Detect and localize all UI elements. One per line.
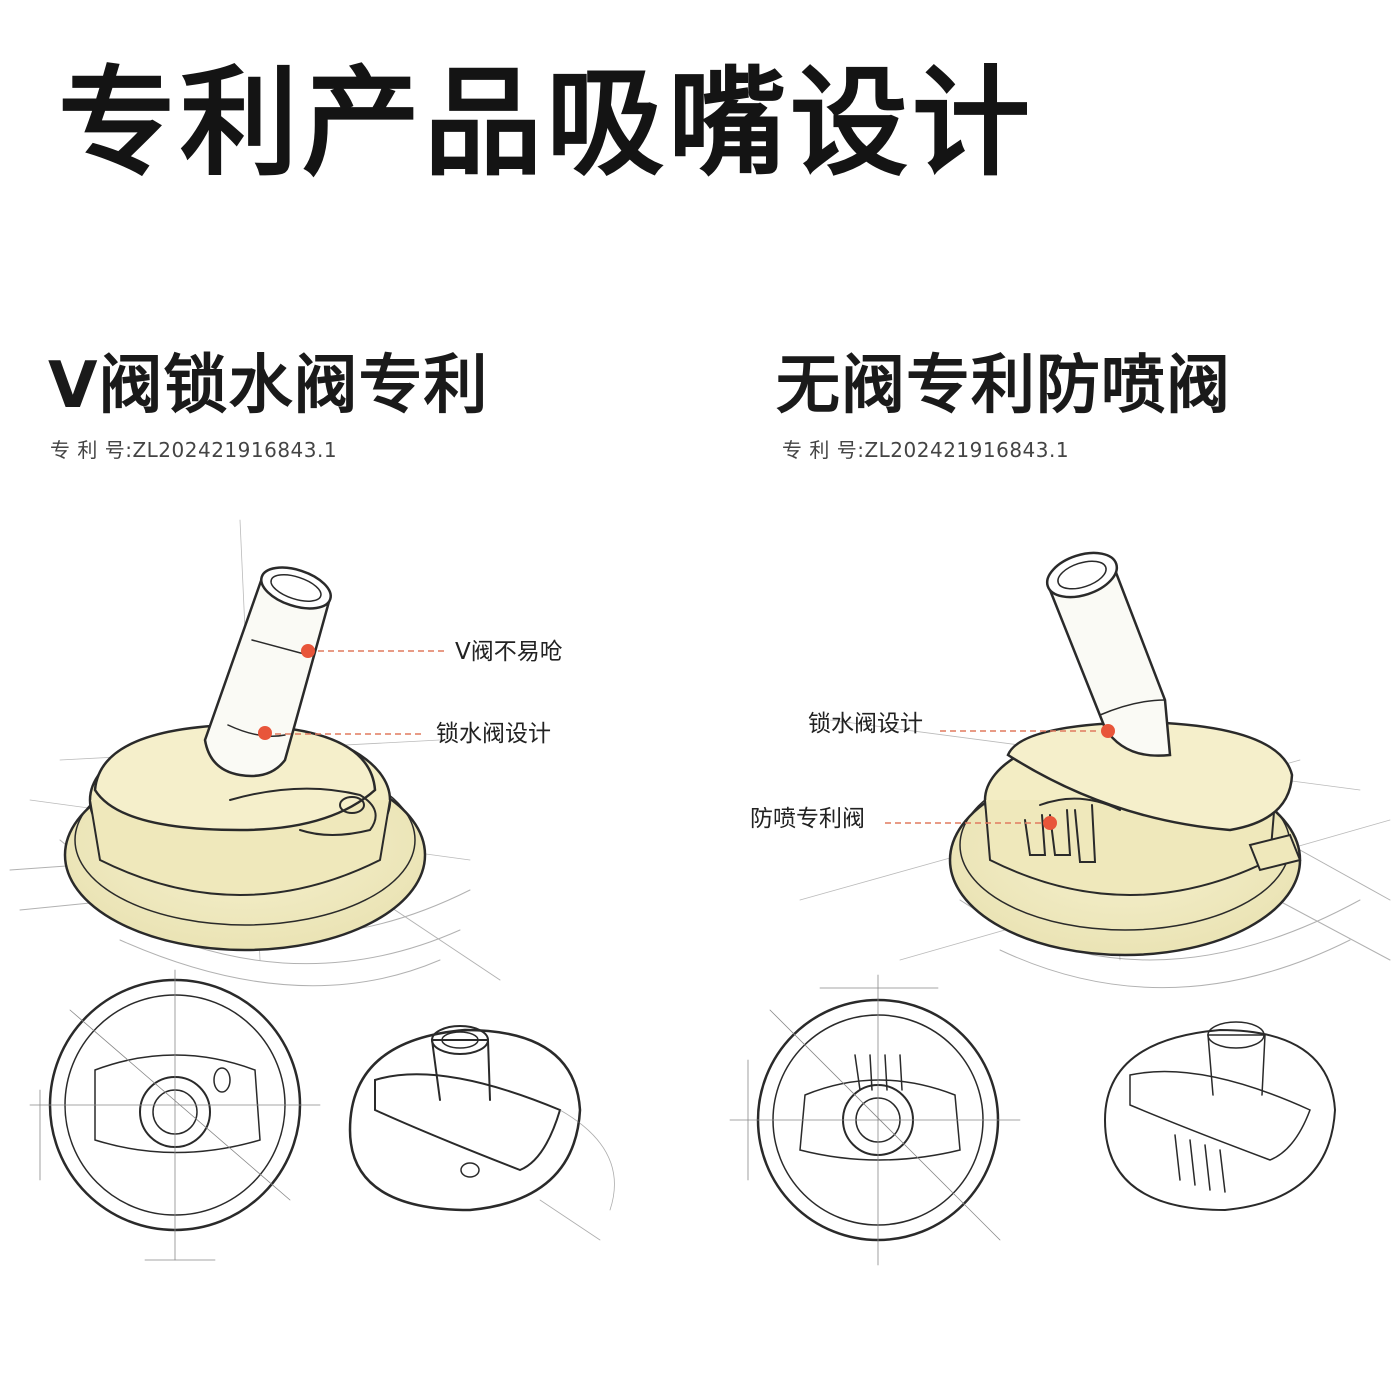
right-lid-plate: [1006, 720, 1294, 832]
right-section-title: 无阀专利防喷阀: [776, 349, 1231, 423]
right-callout-leaders: [885, 724, 1115, 830]
callout-label-lock-valve-right: 锁水阀设计: [808, 711, 923, 737]
callout-label-anti-spray: 防喷专利阀: [750, 806, 865, 832]
right-3d-view: [1103, 1021, 1337, 1212]
callout-dot-lock-valve-right: [1101, 724, 1115, 738]
callout-dot-lock-valve: [258, 726, 272, 740]
right-anti-spray-valve: [1024, 797, 1121, 863]
left-3d-view: [348, 1025, 615, 1241]
left-lid-plate: [93, 723, 377, 832]
page-title: 专利产品吸嘴设计: [58, 54, 1035, 192]
callout-label-v-valve: V阀不易呛: [455, 639, 563, 665]
right-main-sketch: [799, 551, 1391, 989]
left-section-title: V阀锁水阀专利: [48, 349, 489, 423]
right-patent-number: 专 利 号:ZL202421916843.1: [782, 438, 1070, 462]
right-top-view: [729, 974, 1021, 1266]
left-main-sketch: [9, 519, 501, 987]
left-callout-leaders: [258, 644, 448, 740]
callout-dot-anti-spray: [1043, 816, 1057, 830]
left-top-view: [29, 969, 321, 1261]
callout-dot-v-valve: [301, 644, 315, 658]
callout-label-lock-valve: 锁水阀设计: [436, 721, 551, 747]
left-patent-number: 专 利 号:ZL202421916843.1: [50, 438, 338, 462]
left-straw: [203, 576, 332, 778]
right-straw-opening: [1045, 551, 1119, 599]
left-straw-opening: [260, 566, 332, 610]
